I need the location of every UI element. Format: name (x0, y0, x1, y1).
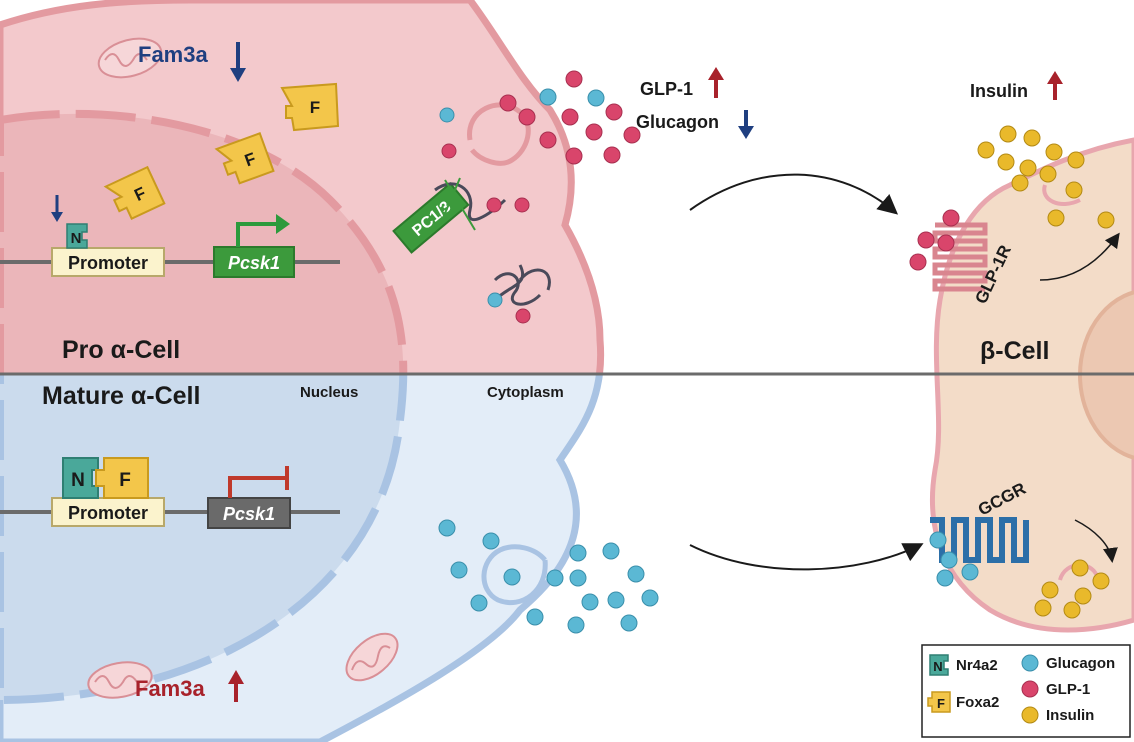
legend: N Nr4a2 F Foxa2 Glucagon GLP-1 Insulin (921, 644, 1131, 738)
released-insulin-top (977, 125, 1115, 229)
mitochondrion-icon (345, 632, 399, 682)
up-arrow-icon (228, 670, 244, 702)
nucleus-label: Nucleus (300, 384, 358, 401)
svg-text:Promoter: Promoter (68, 253, 148, 273)
pro-alpha-cell-label: Pro α-Cell (62, 336, 180, 364)
signal-arrow-top (689, 173, 899, 215)
svg-text:Pcsk1: Pcsk1 (223, 504, 275, 524)
glp1-dot (514, 197, 530, 213)
secretion-arrow (1039, 232, 1120, 281)
foxa2-icon: F (95, 457, 149, 499)
glucagon-dot (439, 107, 455, 123)
glucagon-dot (487, 292, 503, 308)
legend-foxa2: F Foxa2 (927, 691, 999, 713)
foxa2-icon: F (103, 165, 166, 220)
glp1-dot (441, 143, 457, 159)
mature-alpha-cell-body (0, 374, 603, 742)
released-insulin-bottom (1034, 559, 1110, 619)
promoter-box: Promoter (51, 247, 165, 277)
peptide-strand (434, 182, 507, 222)
secretion-arrow (1074, 519, 1118, 563)
legend-glucagon: Glucagon (1021, 654, 1115, 672)
nr4a2-icon: N (66, 223, 88, 249)
svg-text:Glucagon: Glucagon (1046, 655, 1115, 672)
nr4a2-icon: N (62, 457, 99, 499)
glp1-label: GLP-1 (640, 79, 693, 99)
svg-text:F: F (937, 696, 945, 711)
pcsk1-gene-box-active: Pcsk1 (213, 214, 295, 278)
mitochondrion-icon (97, 37, 163, 79)
cytoplasm-label: Cytoplasm (487, 384, 564, 401)
legend-insulin: Insulin (1021, 706, 1094, 724)
glp1r-receptor (909, 209, 988, 292)
svg-text:F: F (119, 470, 131, 491)
down-arrow-icon (738, 110, 754, 139)
svg-text:Insulin: Insulin (1046, 707, 1094, 724)
up-arrow-icon (1047, 71, 1063, 100)
fam3a-label-bottom: Fam3a (135, 676, 205, 701)
glp1-dot (515, 308, 531, 324)
svg-text:Nr4a2: Nr4a2 (956, 657, 998, 674)
legend-nr4a2: N Nr4a2 (929, 654, 998, 676)
pro-alpha-cell-body (0, 0, 605, 374)
secretory-vesicle-bottom (481, 544, 548, 606)
svg-text:N: N (71, 470, 85, 491)
released-glucagon-bottom (438, 519, 659, 634)
foxa2-icon: F (280, 82, 340, 132)
beta-cell-label: β-Cell (980, 337, 1049, 365)
svg-text:F: F (310, 98, 320, 117)
glp1-dot (486, 197, 502, 213)
released-peptides-top (499, 70, 641, 165)
down-arrow-icon (51, 195, 63, 222)
up-arrow-icon (708, 67, 724, 98)
svg-text:Foxa2: Foxa2 (956, 694, 999, 711)
svg-text:Promoter: Promoter (68, 503, 148, 523)
svg-text:Pcsk1: Pcsk1 (228, 253, 280, 273)
mitochondrion-icon (87, 661, 153, 699)
secretory-vesicle-top (467, 102, 531, 166)
insulin-label: Insulin (970, 81, 1028, 101)
pcsk1-gene-box-inactive: Pcsk1 (207, 466, 291, 529)
promoter-box: Promoter (51, 497, 165, 527)
down-arrow-icon (230, 42, 246, 82)
svg-text:N: N (71, 230, 82, 247)
svg-text:GLP-1: GLP-1 (1046, 681, 1090, 698)
mature-alpha-cell-label: Mature α-Cell (42, 382, 200, 410)
svg-text:N: N (933, 659, 942, 674)
peptide-strand (493, 272, 542, 306)
glucagon-label: Glucagon (636, 112, 719, 132)
gcgr-receptor (929, 517, 1029, 587)
foxa2-icon: F (214, 132, 275, 185)
fam3a-label-top: Fam3a (138, 42, 208, 67)
signal-arrow-bottom (689, 543, 924, 571)
legend-glp1: GLP-1 (1021, 680, 1090, 698)
